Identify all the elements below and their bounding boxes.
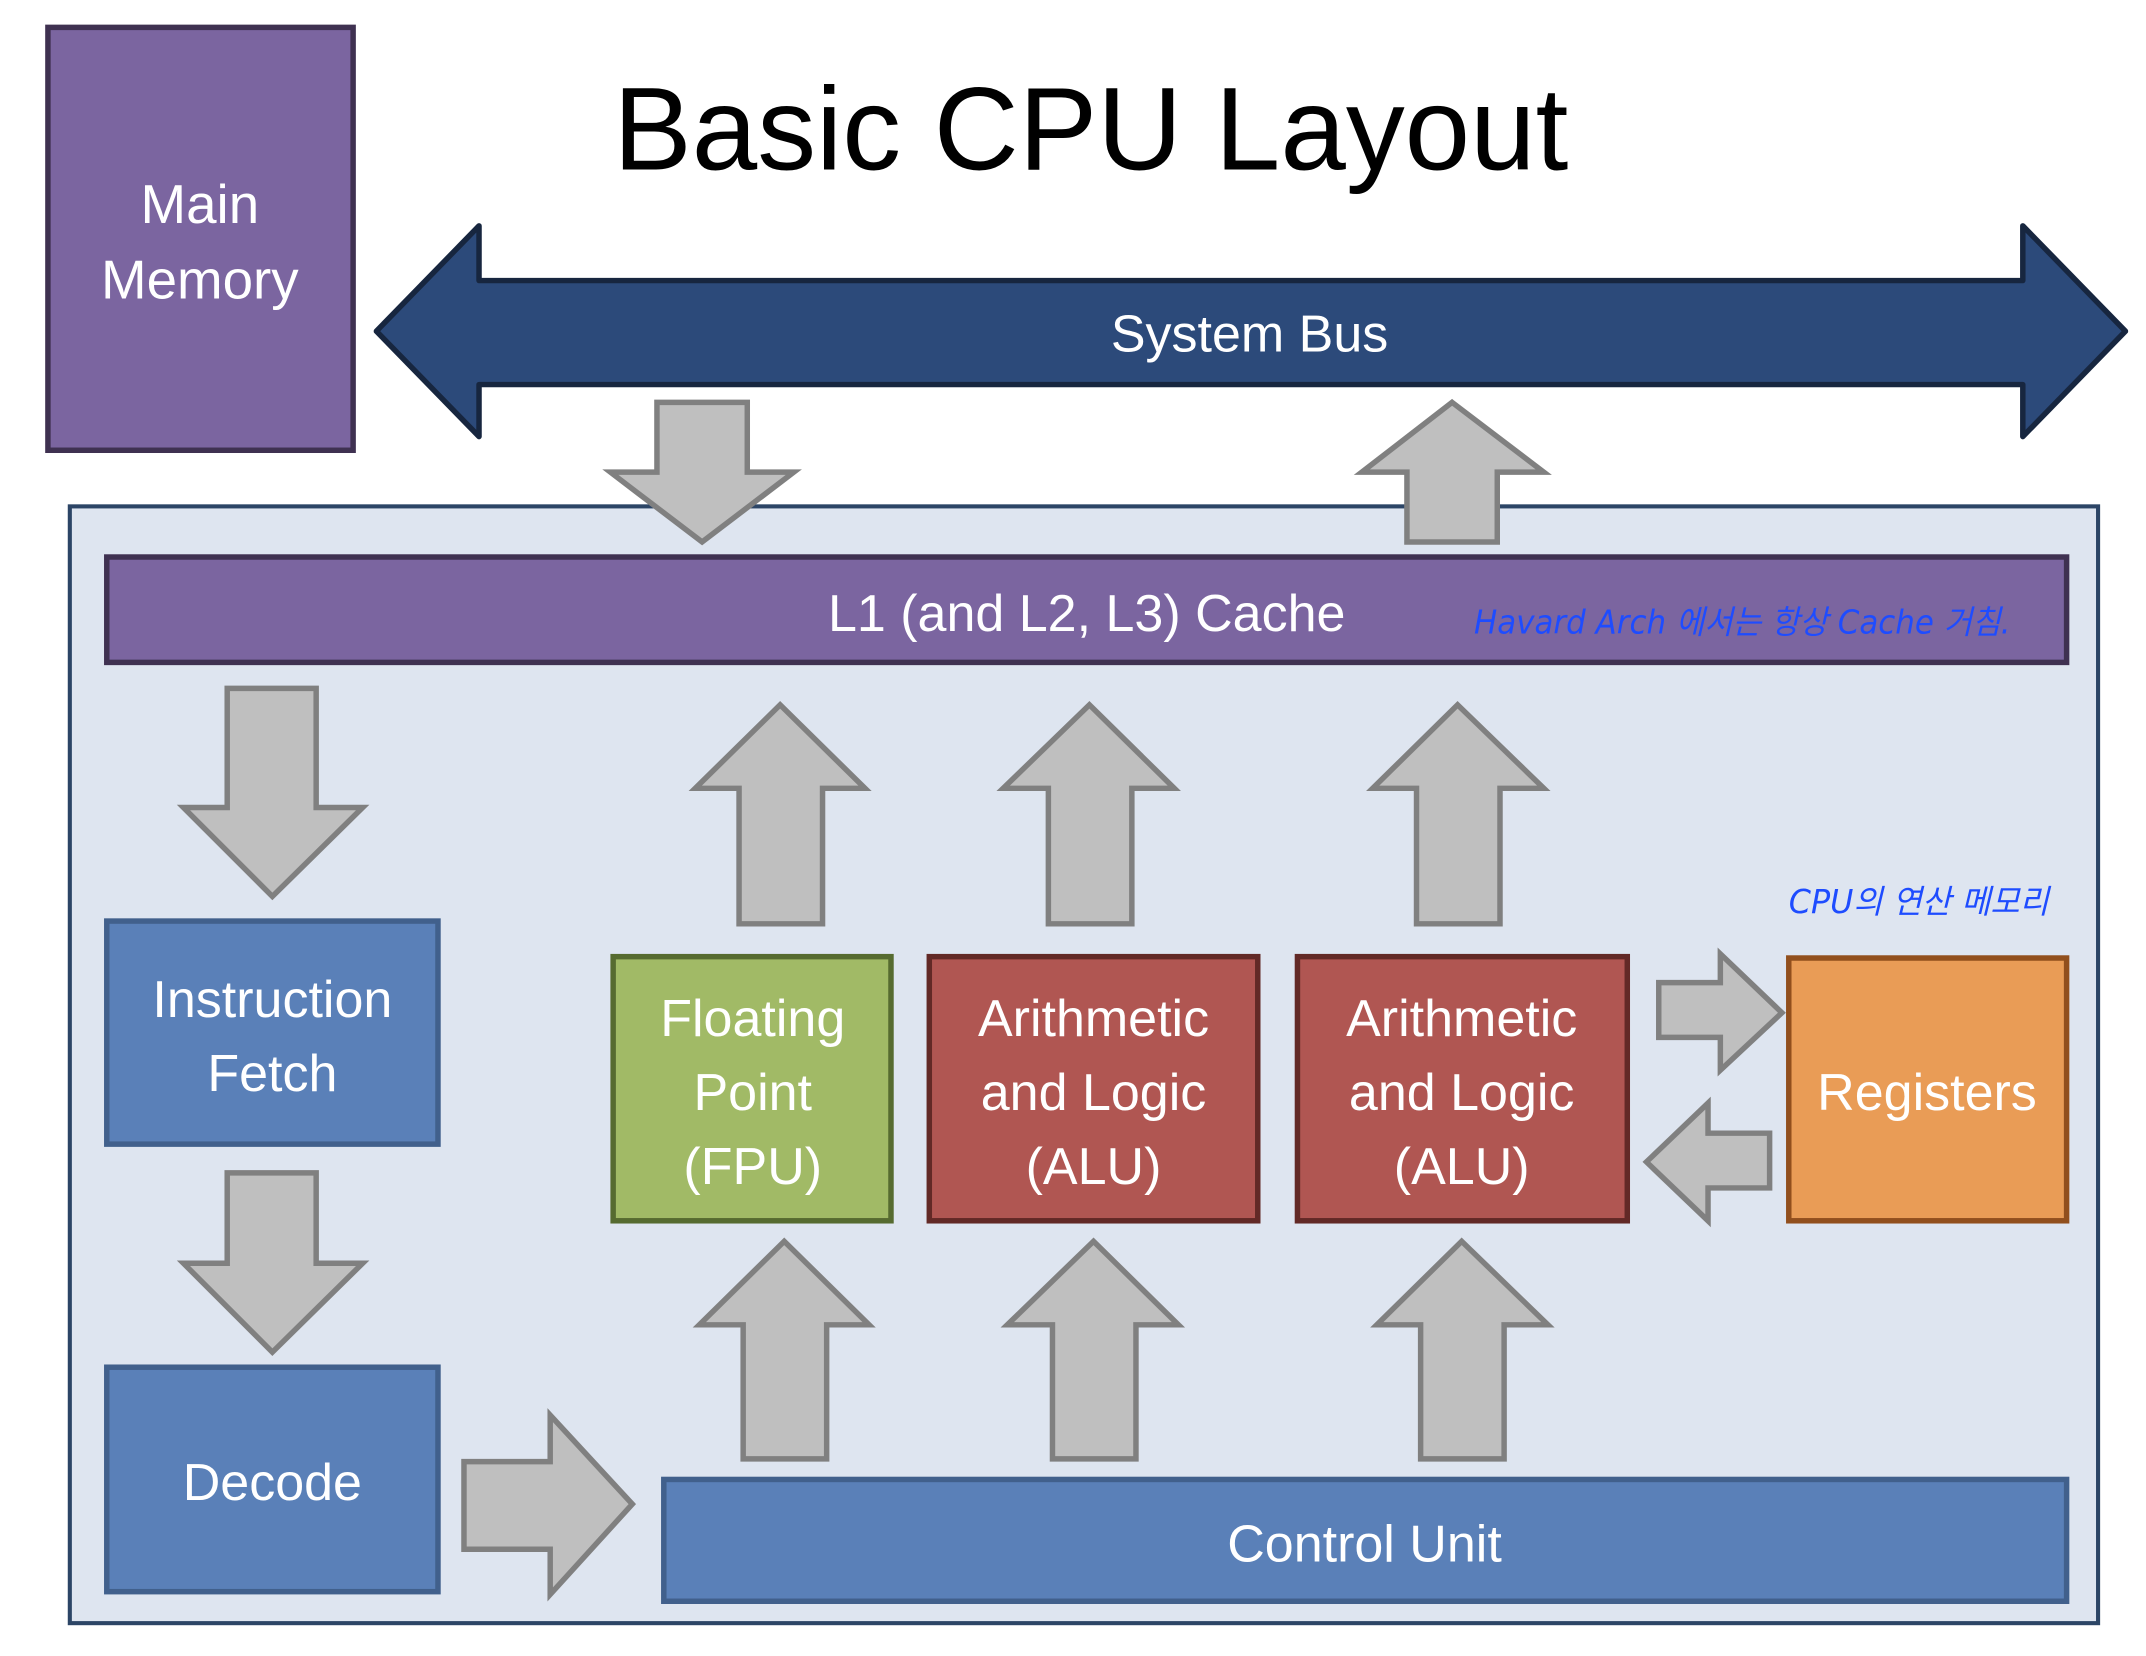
control-to-alu2-arrow	[1370, 1237, 1555, 1462]
instruction-fetch-label-line2: Fetch	[207, 1045, 337, 1103]
main-memory-label-line2: Memory	[101, 248, 299, 310]
control-unit-bar: Control Unit	[661, 1476, 2070, 1604]
instruction-fetch-label-line1: Instruction	[152, 971, 392, 1029]
cache-annotation: Havard Arch 에서는 항상 Cache 거침.	[1474, 604, 2010, 642]
alu-to-registers-arrow	[1656, 947, 1786, 1077]
control-to-alu1-arrow	[1000, 1237, 1186, 1462]
alu-box-2: Arithmetic and Logic (ALU)	[1294, 953, 1631, 1224]
cache-bar: L1 (and L2, L3) Cache Havard Arch 에서는 항상…	[104, 554, 2070, 666]
instruction-fetch-box: Instruction Fetch	[104, 918, 441, 1147]
alu2-label-line2: and Logic	[1349, 1064, 1575, 1122]
alu1-label-line3: (ALU)	[1026, 1138, 1162, 1196]
main-memory-label-line1: Main	[141, 173, 260, 235]
alu1-to-cache-arrow	[996, 701, 1181, 927]
registers-to-alu-arrow	[1642, 1096, 1773, 1228]
fetch-to-decode-arrow	[176, 1170, 370, 1357]
fpu-label-line1: Floating	[660, 990, 845, 1048]
alu2-to-cache-arrow	[1366, 701, 1551, 927]
decode-label: Decode	[183, 1454, 362, 1512]
alu1-label-line1: Arithmetic	[978, 990, 1209, 1048]
registers-label: Registers	[1817, 1064, 2037, 1122]
fpu-label-line3: (FPU)	[683, 1138, 822, 1196]
registers-annotation: CPU의 연산 메모리	[1789, 883, 2052, 921]
alu1-label-line2: and Logic	[981, 1064, 1207, 1122]
cache-label: L1 (and L2, L3) Cache	[828, 585, 1345, 643]
fpu-box: Floating Point (FPU)	[610, 953, 894, 1224]
bus-to-cache-arrow	[602, 399, 802, 546]
cache-to-fetch-arrow	[176, 685, 370, 901]
fpu-label-line2: Point	[693, 1064, 812, 1122]
control-to-fpu-arrow	[692, 1237, 876, 1462]
system-bus-label: System Bus	[1111, 306, 1388, 364]
control-unit-label: Control Unit	[1227, 1516, 1502, 1574]
alu2-label-line3: (ALU)	[1394, 1138, 1530, 1196]
cache-to-bus-arrow	[1353, 398, 1552, 545]
decode-box: Decode	[104, 1364, 441, 1595]
diagram-title: Basic CPU Layout	[613, 63, 1568, 195]
alu2-label-line1: Arithmetic	[1346, 990, 1577, 1048]
system-bus-arrow: System Bus	[373, 223, 2129, 440]
decode-to-control-arrow	[461, 1408, 637, 1602]
registers-box: Registers	[1786, 955, 2070, 1224]
main-memory-box: Main Memory	[45, 24, 356, 454]
fpu-to-cache-arrow	[688, 700, 872, 927]
alu-box-1: Arithmetic and Logic (ALU)	[926, 953, 1261, 1224]
